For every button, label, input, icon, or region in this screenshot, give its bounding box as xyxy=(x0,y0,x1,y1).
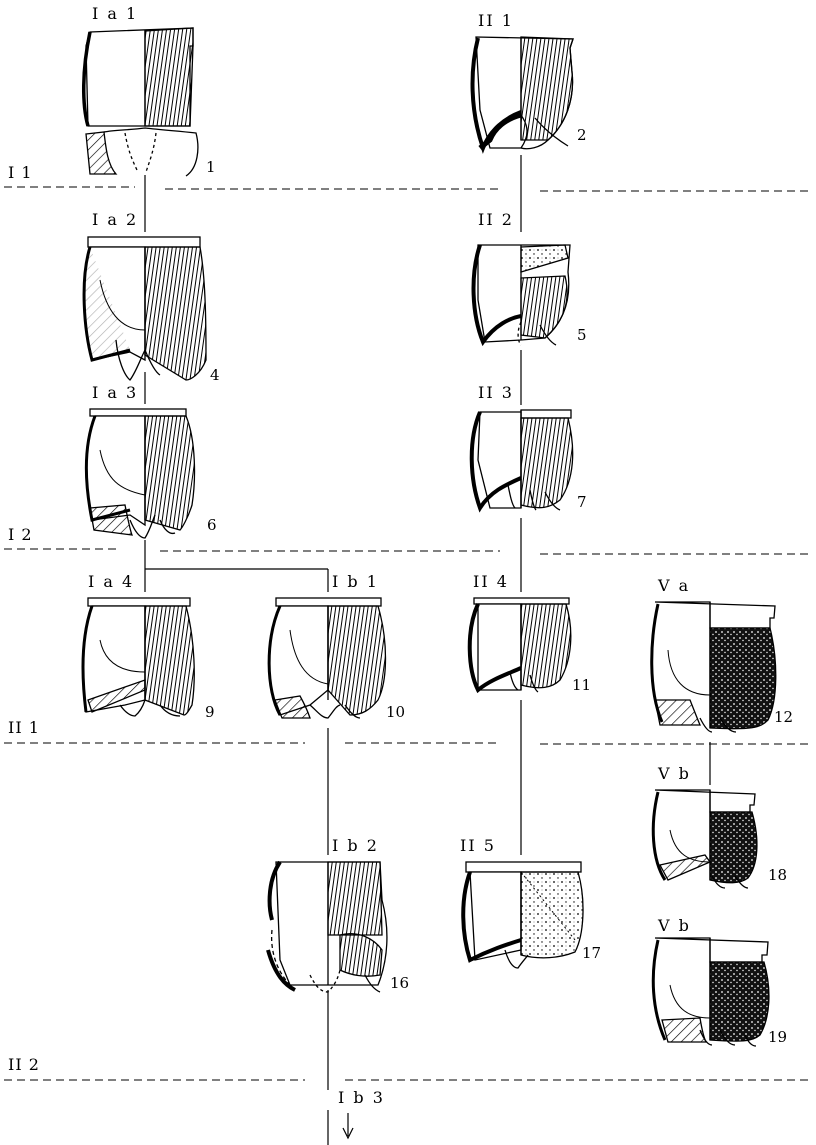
type-label-ib2: I b 2 xyxy=(332,838,379,854)
down-arrow xyxy=(343,1113,353,1138)
vessel-ii3 xyxy=(472,410,573,510)
vessel-ii4 xyxy=(470,598,571,692)
figure-number-6: 6 xyxy=(207,518,217,533)
vessel-ib2 xyxy=(268,862,387,992)
figure-number-16: 16 xyxy=(390,976,409,991)
type-label-ia3: I a 3 xyxy=(92,385,138,401)
vessel-ia3 xyxy=(86,409,194,538)
type-label-ii5: II 5 xyxy=(460,838,496,854)
type-label-ii3: II 3 xyxy=(478,385,514,401)
vessel-ia1 xyxy=(84,28,198,176)
figure-number-1: 1 xyxy=(206,160,216,175)
vessel-ii5 xyxy=(463,862,583,968)
vessel-ii1 xyxy=(473,37,573,149)
type-label-vb2: V b xyxy=(658,918,691,934)
type-label-ii1: II 1 xyxy=(478,13,514,29)
figure-number-9: 9 xyxy=(205,705,215,720)
type-label-ia4: I a 4 xyxy=(88,574,134,590)
figure-number-5: 5 xyxy=(577,328,587,343)
figure-number-2: 2 xyxy=(577,128,587,143)
figure-number-11: 11 xyxy=(572,678,591,693)
period-label-ii2: II 2 xyxy=(8,1057,40,1073)
vessel-vb1 xyxy=(653,790,757,888)
type-label-ia2: I a 2 xyxy=(92,212,138,228)
figure-number-4: 4 xyxy=(210,368,220,383)
period-label-i2: I 2 xyxy=(8,527,33,543)
type-label-ii4: II 4 xyxy=(473,574,509,590)
type-label-ib3: I b 3 xyxy=(338,1090,385,1106)
type-label-va: V a xyxy=(658,578,690,594)
period-label-i1: I 1 xyxy=(8,165,33,181)
lineage-lines xyxy=(145,155,710,1145)
type-label-ib1: I b 1 xyxy=(332,574,379,590)
figure-number-7: 7 xyxy=(577,495,587,510)
figure-number-12: 12 xyxy=(774,710,793,725)
vessel-ii2 xyxy=(474,245,570,345)
vessel-va xyxy=(652,602,776,732)
period-label-ii1: II 1 xyxy=(8,720,40,736)
vessel-ia2 xyxy=(84,237,206,380)
figure-number-18: 18 xyxy=(768,868,787,883)
type-label-ii2: II 2 xyxy=(478,212,514,228)
vessel-ia4 xyxy=(83,598,194,716)
type-label-vb1: V b xyxy=(658,766,691,782)
vessel-vb2 xyxy=(653,938,769,1046)
figure-number-17: 17 xyxy=(582,946,601,961)
figure-number-19: 19 xyxy=(768,1030,787,1045)
figure-number-10: 10 xyxy=(386,705,405,720)
type-label-ia1: I a 1 xyxy=(92,6,138,22)
vessel-ib1 xyxy=(269,598,385,718)
